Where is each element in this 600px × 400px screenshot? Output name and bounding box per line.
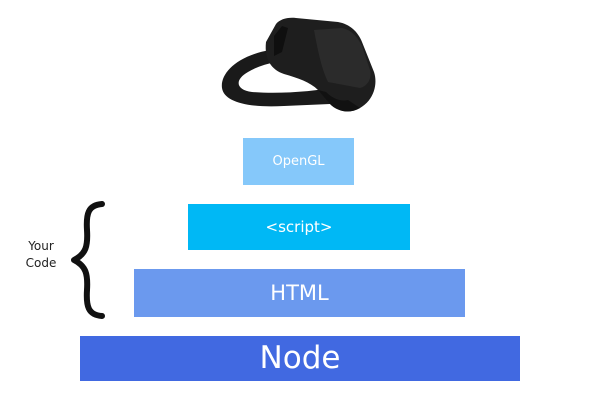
script-layer: <script> (188, 204, 410, 250)
vr-headset-icon (221, 17, 376, 112)
html-layer: HTML (134, 269, 465, 317)
script-label: <script> (265, 217, 333, 236)
curly-brace-icon (71, 201, 105, 319)
opengl-layer: OpenGL (243, 138, 354, 185)
your-code-line-2: Code (25, 256, 57, 270)
opengl-label: OpenGL (272, 154, 325, 169)
node-layer: Node (80, 336, 520, 381)
node-label: Node (259, 340, 341, 376)
your-code-line-1: Your (28, 239, 54, 253)
html-label: HTML (270, 280, 329, 305)
your-code-label: Your Code (16, 238, 66, 272)
